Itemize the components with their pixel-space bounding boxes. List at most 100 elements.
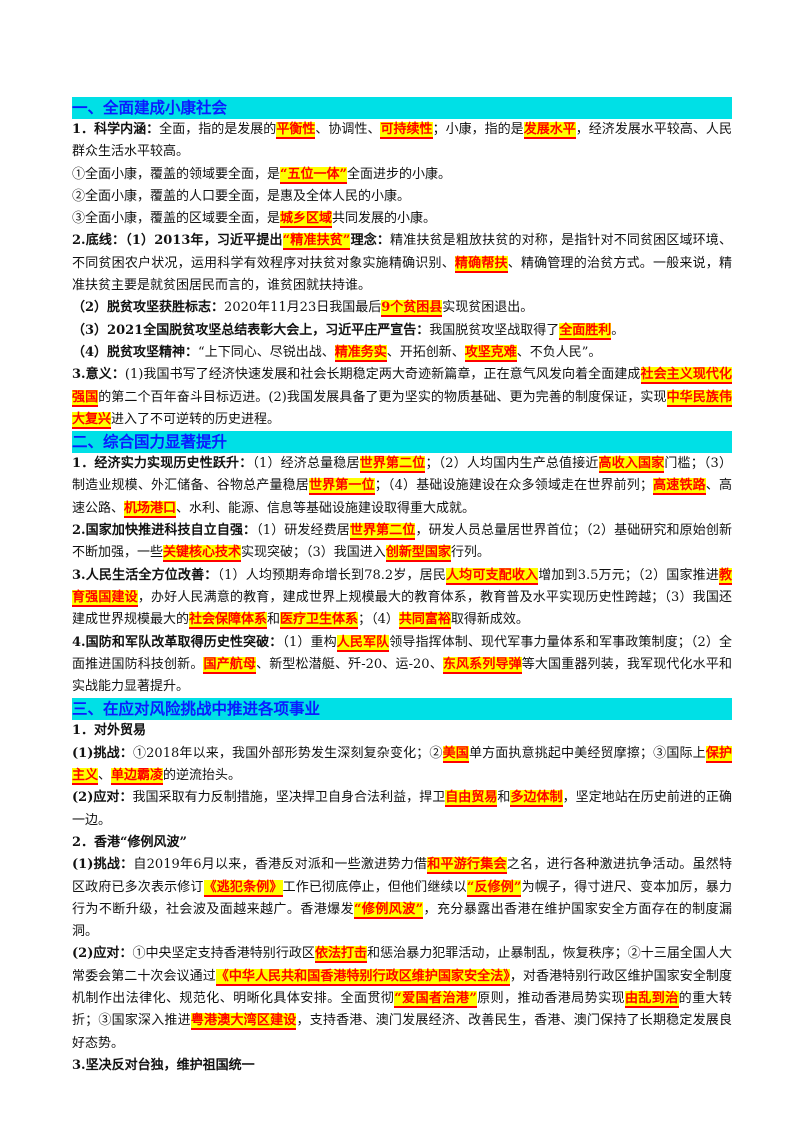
- text-run: 、水利、能源、信息等基础设施建设取得重大成就。: [176, 500, 476, 516]
- text-run: 和惩治暴力犯罪活动，止暴制乱，恢复秩序；②十三届全国人大常委会第二十次会议通过: [72, 946, 732, 984]
- text-run: 我国脱贫攻坚战取得了: [429, 322, 560, 338]
- text-run: 2020年11月23日我国最后: [224, 300, 382, 316]
- highlighted-term: 创新型国家: [385, 545, 451, 563]
- text-run: 的逆流抬头。: [163, 768, 242, 784]
- highlighted-term: 高收入国家: [598, 456, 665, 474]
- paragraph: 2.国家加快推进科技自立自强：（1）研发经费居世界第二位，研发人员总量居世界首位…: [72, 520, 732, 565]
- paragraph: 3.坚决反对台独，维护祖国统一: [72, 1055, 732, 1077]
- highlighted-term: 多边体制: [510, 790, 563, 808]
- highlighted-term: 单边霸凌: [111, 768, 164, 786]
- text-run: ③全面小康，覆盖的区域要全面，是: [72, 211, 281, 227]
- text-run: ；小康，指的是: [432, 122, 524, 137]
- text-run: ，充分暴露出香港在维护国家安全方面存在的制度漏洞。: [72, 901, 732, 940]
- text-run: ②全面小康，覆盖的人口要全面，是惠及全体人民的小康。: [72, 188, 411, 204]
- highlighted-term: 世界第二位: [349, 523, 416, 541]
- text-run: 全面进步的小康。: [346, 166, 451, 182]
- section-heading: 一、全面建成小康社会: [72, 97, 732, 119]
- highlighted-term: “精准扶贫”: [282, 233, 351, 251]
- highlighted-term: “修例风波”: [354, 901, 424, 919]
- text-run: ①2018年以来，我国外部形势发生深刻复杂变化；②: [133, 745, 443, 761]
- bold-label: （3）2021全国脱贫攻坚总结表彰大会上，习近平庄严宣告：: [72, 322, 430, 338]
- text-run: ①中央坚定支持香港特别行政区: [132, 946, 315, 962]
- highlighted-term: 医疗卫生体系: [280, 612, 359, 630]
- text-run: 领导指挥体制、现代军事力量体系和军事政策制度；（2）全面推进国防科技创新。: [72, 634, 732, 672]
- highlighted-term: 美国: [442, 745, 469, 763]
- bold-label: 1．经济实力实现历史性跃升：: [72, 456, 253, 472]
- highlighted-term: 自由贸易: [445, 790, 498, 808]
- bold-label: 4.国防和军队改革取得历史性突破：: [72, 634, 283, 650]
- paragraph: （2）脱贫攻坚获胜标志：2020年11月23日我国最后9个贫困县实现贫困退出。: [72, 297, 732, 319]
- paragraph: 2.底线：（1）2013年，习近平提出“精准扶贫”理念：精准扶贫是粗放扶贫的对称…: [72, 230, 732, 297]
- bold-label: (1)挑战：: [72, 745, 133, 761]
- bold-label: 理念：: [350, 233, 391, 249]
- text-run: 和: [497, 790, 511, 806]
- bold-label: （2）脱贫攻坚获胜标志：: [72, 300, 225, 316]
- text-run: ，支持香港、澳门发展经济、改善民生，香港、澳门保持了长期稳定发展良好态势。: [72, 1013, 732, 1051]
- highlighted-term: 精确帮扶: [454, 255, 508, 273]
- highlighted-term: 东风系列导弹: [442, 656, 522, 674]
- highlighted-term: 人均可支配收入: [446, 567, 539, 585]
- text-run: 一、全面建成小康社会: [72, 99, 228, 117]
- text-run: 、新型松潜艇、歼-20、运-20、: [256, 656, 443, 672]
- highlighted-term: 可持续性: [380, 122, 433, 139]
- bold-label: 1．对外贸易: [72, 723, 147, 739]
- highlighted-term: 9个贫困县: [381, 300, 443, 318]
- highlighted-term: “反修例”: [466, 879, 522, 897]
- paragraph: ①全面小康，覆盖的领域要全面，是“五位一体”全面进步的小康。: [72, 164, 732, 186]
- text-run: ，对香港特别行政区维护国家安全制度机制作出法律化、规范化、明晰化具体安排。全面贯…: [72, 968, 732, 1006]
- section-heading: 二、综合国力显著提升: [72, 431, 732, 454]
- highlighted-term: 世界第二位: [359, 456, 426, 474]
- text-run: 之名，进行各种激进抗争活动。虽然特区政府已多次表示修订: [72, 857, 732, 895]
- text-run: ，办好人民满意的教育，建成世界上规模最大的教育体系，教育普及水平实现历史性跨越；…: [72, 589, 732, 628]
- highlighted-term: 共同富裕: [398, 612, 451, 630]
- text-run: 。: [611, 322, 625, 338]
- text-run: 实现贫困退出。: [442, 300, 534, 316]
- highlighted-term: 关键核心技术: [163, 545, 242, 563]
- text-run: 、不负人民”。: [516, 344, 602, 360]
- text-run: （1）经济总量稳居: [252, 456, 360, 472]
- text-run: ，经济发展水平较高、人民群众生活水平较高。: [72, 122, 732, 160]
- bold-label: （4）脱贫攻坚精神：: [72, 344, 199, 360]
- highlighted-term: 机场港口: [124, 500, 177, 518]
- paragraph: 2．香港“修例风波”: [72, 832, 732, 854]
- highlighted-term: 由乱到治: [624, 990, 679, 1008]
- bold-label: (2)应对：: [72, 790, 133, 806]
- bold-label: 1．科学内涵：: [72, 122, 160, 137]
- text-run: 增加到3.5万元；（2）国家推进: [538, 567, 719, 583]
- paragraph: ③全面小康，覆盖的区域要全面，是城乡区域共同发展的小康。: [72, 208, 732, 230]
- text-run: 实现突破；（3）我国进入: [241, 545, 386, 561]
- highlighted-term: 粤港澳大湾区建设: [190, 1013, 297, 1031]
- text-run: ；（2）人均国内生产总值接近: [425, 456, 599, 472]
- text-run: ，研发人员总量居世界首位；（2）基础研究和原始创新不断加强，一些: [72, 523, 732, 561]
- text-run: ，坚定地站在历史前进的正确一边。: [72, 790, 732, 828]
- text-run: 进入了不可逆转的历史进程。: [111, 411, 281, 427]
- text-run: 和: [267, 612, 281, 628]
- highlighted-term: 发展水平: [523, 122, 576, 139]
- highlighted-term: 社会保障体系: [189, 612, 268, 630]
- highlighted-term: 《中华人民共和国香港特别行政区维护国家安全法》: [215, 968, 510, 986]
- bold-label: 2.国家加快推进科技自立自强：: [72, 523, 257, 539]
- paragraph: 4.国防和军队改革取得历史性突破：（1）重构人民军队领导指挥体制、现代军事力量体…: [72, 632, 732, 699]
- paragraph: (1)挑战：①2018年以来，我国外部形势发生深刻复杂变化；②美国单方面执意挑起…: [72, 743, 732, 788]
- paragraph: 1．经济实力实现历史性跃升：（1）经济总量稳居世界第二位；（2）人均国内生产总值…: [72, 453, 732, 520]
- text-run: (1)我国书写了经济快速发展和社会长期稳定两大奇迹新篇章，正在意气风发向着全面建…: [124, 367, 641, 383]
- text-run: （1）人均预期寿命增长到78.2岁，居民: [217, 567, 446, 583]
- text-run: 我国采取有力反制措施，坚决捍卫自身合法利益，捍卫: [132, 790, 446, 806]
- text-run: 工作已彻底停止，但他们继续以: [282, 879, 467, 895]
- text-run: 、高速公路、: [72, 478, 732, 516]
- text-run: 等大国重器列装，我军现代化水平和实战能力显著提升。: [72, 656, 732, 695]
- bold-label: 3.坚决反对台独，维护祖国统一: [72, 1057, 255, 1073]
- highlighted-term: 平衡性: [276, 122, 316, 139]
- text-run: 、开拓创新、: [386, 344, 465, 360]
- paragraph: 3.意义：(1)我国书写了经济快速发展和社会长期稳定两大奇迹新篇章，正在意气风发…: [72, 364, 732, 431]
- bold-label: (2)应对：: [72, 946, 133, 962]
- paragraph: ②全面小康，覆盖的人口要全面，是惠及全体人民的小康。: [72, 186, 732, 208]
- text-run: 二、综合国力显著提升: [72, 433, 228, 452]
- bold-label: (1)挑战：: [72, 857, 134, 873]
- text-run: 自2019年6月以来，香港反对派和一些激进势力借: [133, 857, 428, 873]
- highlighted-term: 国产航母: [203, 656, 257, 674]
- text-run: ；（4）基础设施建设在众多领域走在世界前列；: [374, 478, 653, 494]
- section-heading: 三、在应对风险挑战中推进各项事业: [72, 698, 732, 721]
- paragraph: （3）2021全国脱贫攻坚总结表彰大会上，习近平庄严宣告：我国脱贫攻坚战取得了全…: [72, 320, 732, 342]
- text-run: 为幌子，得寸进尺、变本加厉，暴力行为不断升级，社会波及面越来越广。香港爆发: [72, 879, 732, 917]
